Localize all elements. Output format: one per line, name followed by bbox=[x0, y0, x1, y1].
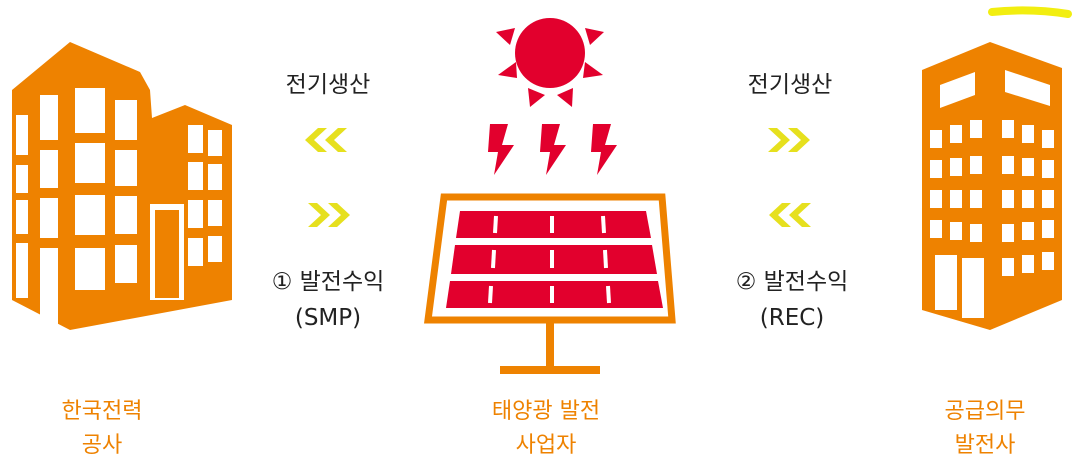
entity-label-kepco-line2: 공사 bbox=[82, 433, 122, 458]
double-chevron-right-icon bbox=[768, 128, 810, 152]
right-top-label: 전기생산 bbox=[748, 72, 833, 98]
double-chevron-left-icon bbox=[305, 128, 347, 152]
entity-label-solar-producer: 태양광 발전 bbox=[492, 399, 600, 424]
left-revenue-type: (SMP) bbox=[295, 305, 361, 331]
entity-label-obligated-generator: 공급의무 bbox=[945, 399, 1026, 424]
entity-label-obligated-generator-line2: 발전사 bbox=[955, 433, 1016, 458]
sun-icon bbox=[496, 18, 604, 107]
building-icon bbox=[12, 42, 232, 330]
right-revenue-type: (REC) bbox=[760, 305, 825, 331]
solar-panel-icon bbox=[424, 193, 676, 374]
left-top-label: 전기생산 bbox=[286, 72, 371, 98]
right-revenue-label: ② 발전수익 bbox=[736, 269, 849, 295]
left-revenue-label: ① 발전수익 bbox=[272, 269, 385, 295]
double-chevron-left-icon bbox=[769, 203, 811, 227]
entity-label-solar-producer-line2: 사업자 bbox=[516, 433, 577, 458]
lightning-icon bbox=[488, 124, 617, 175]
highlight-mark bbox=[988, 6, 1072, 18]
entity-label-kepco: 한국전력 bbox=[62, 399, 143, 424]
double-chevron-right-icon bbox=[308, 203, 350, 227]
building-icon bbox=[922, 42, 1062, 330]
